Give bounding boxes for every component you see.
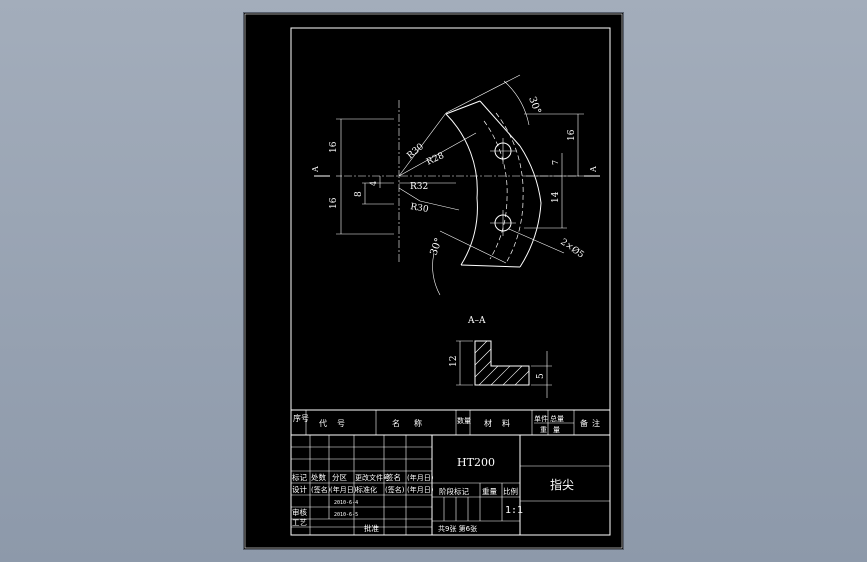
- rev-date: (年月日): [407, 473, 434, 482]
- ratio-value: 1:1: [505, 505, 523, 516]
- section-marker-left: A: [311, 166, 320, 173]
- date-review: 2010-6-5: [334, 512, 358, 518]
- leader-hole: [508, 228, 565, 254]
- weight-label: 重量: [482, 487, 497, 496]
- stage-mark-label: 阶段标记: [439, 486, 469, 496]
- rev-doc: 更改文件号: [355, 473, 390, 482]
- process-label: 工艺: [292, 518, 307, 527]
- design-sign: (签名): [311, 485, 331, 494]
- body-inner-arc: [445, 113, 478, 266]
- dim-angle-top: 30°: [526, 95, 542, 115]
- part-name: 指尖: [550, 477, 574, 492]
- section-dim-5: 5: [536, 373, 546, 379]
- section-marker-right: A: [589, 166, 598, 173]
- date-design: 2010-6-4: [334, 500, 358, 506]
- hidden-arc-1: [483, 120, 508, 260]
- leader-r30b-b: [419, 200, 460, 211]
- dim-right-14: 14: [551, 191, 561, 203]
- body-top-inner: [445, 100, 481, 115]
- standardize-sign: (签名): [385, 485, 405, 494]
- standardize-label: 标准化: [356, 485, 377, 494]
- bom-remarks: 备注: [580, 418, 604, 428]
- angle-bottom-ext: [439, 230, 507, 264]
- section-profile: [474, 340, 530, 386]
- rev-zone: 分区: [332, 473, 347, 482]
- design-label: 设计: [292, 484, 307, 494]
- bom-name: 名称: [392, 418, 436, 428]
- dim-right-7: 7: [551, 160, 560, 165]
- drawing-sheet: 30° 30° R30 R28 R32 R30 2×Ø5 16 16 8 4 1…: [244, 13, 623, 549]
- body-outer-arc: [519, 145, 542, 268]
- design-date: (年月日): [330, 485, 357, 494]
- leader-r30b-a: [398, 187, 421, 202]
- dim-r28: R28: [425, 151, 446, 168]
- dim-left-16-upper: 16: [329, 141, 339, 153]
- review-label: 审核: [292, 507, 307, 517]
- angle-bottom-arc: [432, 252, 441, 296]
- rev-count: 处数: [311, 472, 326, 482]
- bom-weight-label: 重量: [540, 426, 566, 434]
- angle-top-arc: [503, 80, 530, 126]
- dim-left-8: 8: [354, 191, 364, 197]
- dim-r30-upper: R30: [406, 142, 427, 162]
- approve-label: 批准: [364, 523, 379, 533]
- dim-hole: 2×Ø5: [558, 236, 586, 260]
- bom-seq: 序号: [293, 413, 309, 423]
- material-value: HT200: [457, 456, 495, 469]
- ratio-label: 比例: [503, 486, 518, 496]
- main-view: 30° 30° R30 R28 R32 R30 2×Ø5 16 16 8 4 1…: [311, 74, 600, 296]
- dim-angle-bottom: 30°: [428, 237, 444, 257]
- hidden-arc-2: [495, 112, 524, 264]
- section-hatch: [474, 340, 530, 386]
- dim-r30-lower: R30: [409, 202, 429, 215]
- section-title: A–A: [467, 316, 486, 326]
- bom-code: 代号: [319, 418, 355, 428]
- angle-top-ext: [445, 74, 521, 114]
- section-view: A–A 12 5: [449, 316, 552, 398]
- bom-total-weight: 总量: [550, 414, 564, 423]
- dim-left-16-lower: 16: [329, 197, 339, 209]
- drawing-canvas: 30° 30° R30 R28 R32 R30 2×Ø5 16 16 8 4 1…: [244, 13, 623, 549]
- rev-sign: 签名: [386, 472, 401, 482]
- dim-r32: R32: [410, 182, 428, 192]
- bom-qty: 数量: [457, 416, 471, 425]
- dim-left-4: 4: [369, 181, 378, 186]
- title-block: 序号 代号 名称 数量 材料 单件 总量 重量 备注 标记 处数 分区 更改文件…: [290, 409, 611, 536]
- leader-r30: [398, 112, 447, 177]
- rev-mark: 标记: [292, 472, 307, 482]
- leader-r28: [398, 132, 477, 177]
- body-bottom-edge: [460, 264, 521, 268]
- bom-unit-weight: 单件: [534, 414, 548, 423]
- section-dim-12: 12: [449, 356, 459, 367]
- outer-frame: [244, 13, 623, 549]
- bom-material: 材料: [484, 418, 520, 428]
- sheet-info: 共9张 第6张: [438, 524, 477, 533]
- dim-right-16: 16: [567, 129, 577, 141]
- standardize-date: (年月日): [407, 485, 434, 494]
- body-top-edge: [479, 100, 521, 147]
